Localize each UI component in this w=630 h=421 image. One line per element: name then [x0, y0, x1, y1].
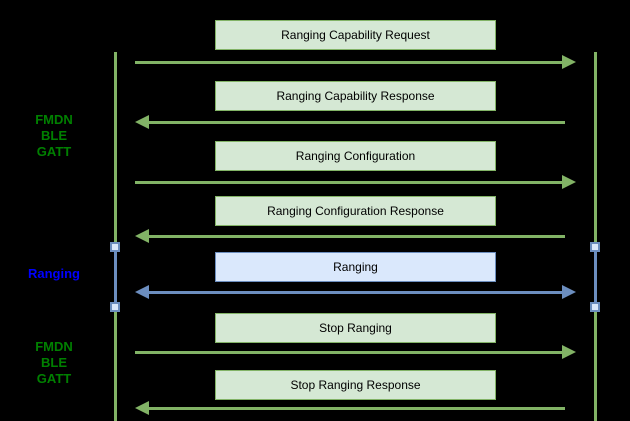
message-box-ranging-capability-response: Ranging Capability Response — [215, 81, 496, 111]
ranging-phase-segment-left — [114, 247, 117, 307]
phase-label-line: FMDN — [35, 112, 73, 127]
ranging-phase-segment-right — [594, 247, 597, 307]
phase-label-line: FMDN — [35, 339, 73, 354]
phase-label-ranging: Ranging — [14, 266, 94, 282]
arrow-shaft — [147, 290, 564, 294]
phase-label-line: BLE — [41, 128, 67, 143]
phase-label-fmdn-ble-gatt-top: FMDN BLE GATT — [14, 112, 94, 160]
phase-boundary-node — [590, 242, 600, 252]
arrowhead-right-icon — [562, 285, 576, 299]
arrow-left-icon — [135, 401, 576, 415]
message-box-ranging-configuration-response: Ranging Configuration Response — [215, 196, 496, 226]
arrowhead-right-icon — [562, 175, 576, 189]
arrow-shaft — [135, 60, 564, 64]
message-box-stop-ranging: Stop Ranging — [215, 313, 496, 343]
phase-boundary-node — [110, 242, 120, 252]
arrow-shaft — [135, 350, 564, 354]
phase-boundary-node — [110, 302, 120, 312]
message-box-ranging: Ranging — [215, 252, 496, 282]
arrow-shaft — [147, 120, 565, 124]
arrowhead-left-icon — [135, 401, 149, 415]
arrow-right-icon — [135, 345, 576, 359]
lifeline-left — [114, 52, 117, 421]
arrow-left-icon — [135, 229, 576, 243]
arrowhead-right-icon — [562, 55, 576, 69]
message-box-ranging-capability-request: Ranging Capability Request — [215, 20, 496, 50]
arrow-shaft — [135, 180, 564, 184]
phase-label-line: BLE — [41, 355, 67, 370]
message-box-stop-ranging-response: Stop Ranging Response — [215, 370, 496, 400]
arrowhead-left-icon — [135, 285, 149, 299]
arrow-shaft — [147, 234, 565, 238]
arrow-left-icon — [135, 115, 576, 129]
phase-label-line: GATT — [36, 144, 72, 159]
phase-label-line: GATT — [36, 371, 72, 386]
phase-label-fmdn-ble-gatt-bottom: FMDN BLE GATT — [14, 339, 94, 387]
arrow-right-icon — [135, 55, 576, 69]
phase-boundary-node — [590, 302, 600, 312]
lifeline-right — [594, 52, 597, 421]
arrowhead-right-icon — [562, 345, 576, 359]
arrowhead-left-icon — [135, 115, 149, 129]
arrow-right-icon — [135, 175, 576, 189]
arrow-shaft — [147, 406, 565, 410]
arrow-bidirectional-icon — [135, 285, 576, 299]
message-box-ranging-configuration: Ranging Configuration — [215, 141, 496, 171]
phase-label-line: Ranging — [28, 266, 80, 281]
arrowhead-left-icon — [135, 229, 149, 243]
